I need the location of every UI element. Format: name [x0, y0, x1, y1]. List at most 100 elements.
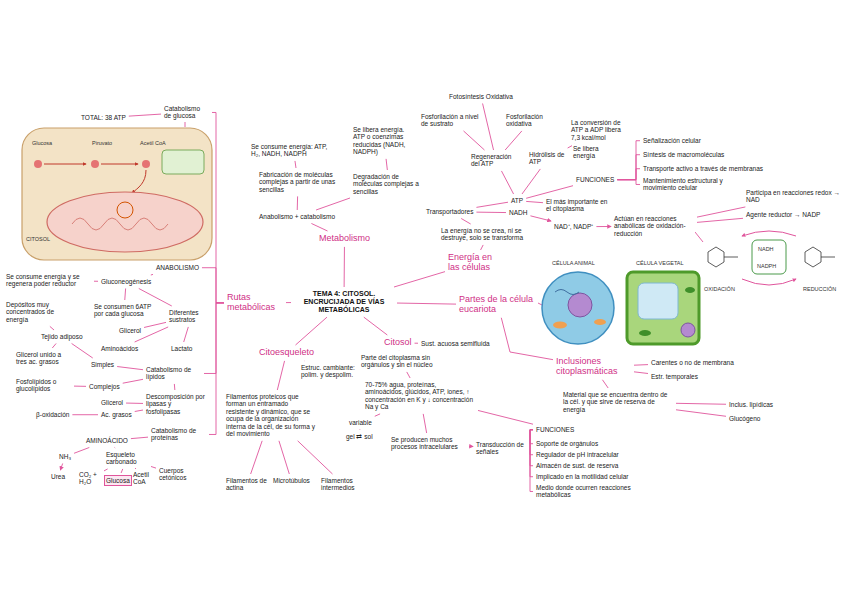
connector: [530, 216, 551, 221]
node-text: Citosol: [384, 338, 412, 348]
node-text: Inclusiones citoplasmáticas: [556, 357, 631, 377]
connector: [676, 410, 726, 417]
pathway-arrow: [101, 164, 138, 165]
node-text: Acetil CoA: [133, 471, 155, 486]
connector: [184, 327, 189, 342]
connector: [279, 441, 289, 474]
node-text: Complejos: [89, 383, 120, 390]
node-text: Agente reductor → NADP: [746, 211, 820, 218]
note-node: Glicerol: [118, 326, 142, 335]
node-text: Descomposición por lipasas y fosfolipasa…: [146, 393, 206, 415]
node-text: Mantenimiento estructural y movimiento c…: [643, 177, 741, 192]
connector: [476, 212, 506, 213]
node-text: Tejido adiposo: [41, 333, 83, 340]
node-text: Glucosa: [106, 477, 130, 484]
connector: [634, 364, 648, 366]
note-node: Se consume energía y se regenera poder r…: [5, 272, 92, 289]
note-node: Implicado en la motilidad celular: [535, 472, 630, 481]
node-text: Participa en reacciones redox → NAD: [746, 189, 844, 204]
note-node: Fabricación de moléculas complejas a par…: [258, 170, 338, 194]
connector: [478, 410, 533, 424]
connector: [386, 159, 387, 170]
note-node: Agente reductor → NADP: [745, 210, 821, 219]
node-text: TOTAL: 38 ATP: [81, 114, 126, 121]
connector: [297, 196, 298, 210]
node-text: Esqueleto carbonado: [106, 451, 148, 466]
illustration-label: Glucosa: [32, 140, 52, 146]
note-node: Estr. temporales: [650, 372, 699, 381]
connector: [461, 218, 470, 224]
connector: [596, 226, 611, 227]
node-text: Ac. grasos: [101, 411, 132, 418]
node-text: El más importante en el citoplasma: [546, 198, 614, 213]
note-node: Glucógeno: [728, 414, 761, 423]
node-text: Lactato: [171, 345, 192, 352]
connector: [617, 141, 640, 180]
connector: [464, 131, 485, 150]
leader-line: [185, 122, 186, 127]
note-node: Síntesis de macromoléculas: [642, 150, 725, 159]
illustration-label: Piruvato: [92, 140, 112, 146]
connector: [697, 207, 745, 217]
connector: [697, 218, 743, 222]
note-node: Ac. grasos: [100, 410, 133, 419]
note-node: Transducción de señales: [475, 440, 527, 457]
node-text: Material que se encuentra dentro de la c…: [563, 391, 673, 413]
note-node: Depósitos muy concentrados de energía: [5, 300, 62, 324]
note-node: Fosforilación oxidativa: [505, 112, 557, 129]
node-text: Metabolismo: [319, 234, 370, 244]
note-node: Fosfolípidos o glucolípidos: [15, 377, 72, 394]
branch-heading: Rutas metabólicas: [226, 292, 284, 314]
vacuole: [638, 283, 678, 319]
connector: [114, 447, 116, 449]
connector: [415, 343, 418, 344]
note-node: Transportadores: [425, 207, 474, 216]
note-node: Catabolismo de proteínas: [150, 426, 207, 443]
note-node: Glicerol unido a tres ac. grasos: [15, 350, 72, 367]
illustration-label: Acetil CoA: [140, 140, 166, 146]
note-node: Se producen muchos procesos intracelular…: [390, 435, 467, 452]
branch-heading: Citoesqueleto: [258, 347, 315, 359]
molecule-sketch: [708, 247, 738, 267]
connector: [397, 303, 456, 304]
note-node: Se consumen 6ATP por cada glucosa: [93, 302, 155, 319]
branch-heading: Metabolismo: [318, 233, 371, 245]
connector: [74, 447, 89, 453]
nucleus: [681, 323, 695, 337]
node-text: gel ⇄ sol: [346, 433, 373, 440]
note-node: Se libera energía. ATP o coenzimas reduc…: [352, 125, 416, 157]
note-node: Catabolismo de glucosa: [163, 104, 210, 121]
node-text: Estruc. cambiante: polim. y despolim.: [301, 364, 356, 379]
branch-heading: Partes de la célula eucariota: [458, 294, 538, 316]
note-node: gel ⇄ sol: [345, 432, 374, 441]
node-text: Fotosíntesis Oxidativa: [449, 93, 513, 100]
note-node: Almacén de sust. de reserva: [535, 461, 619, 470]
note-node: Carentes o no de membrana: [650, 358, 735, 367]
node-text: Simples: [91, 361, 114, 368]
molecule-sketch: [805, 247, 835, 267]
illustration-label: NADPH: [757, 263, 776, 269]
connector: [364, 317, 387, 335]
connector: [124, 288, 126, 300]
note-node: FUNCIONES: [575, 175, 615, 184]
connector: [212, 112, 224, 302]
node-text: Actúan en reacciones anabólicas de oxida…: [614, 215, 694, 237]
note-node: Filamentos intermedios: [320, 476, 367, 493]
branch-heading: Energía en las células: [447, 252, 501, 274]
branch-heading: Citosol: [383, 337, 413, 349]
node-text: Parte del citoplasma sin orgánulos y sin…: [361, 354, 441, 369]
note-node: Diferentes sustratos: [168, 308, 215, 325]
connector: [117, 367, 143, 370]
node-text: Se consumen 6ATP por cada glucosa: [94, 303, 154, 318]
redox-arrow: [742, 279, 796, 285]
note-node: FUNCIONES: [535, 425, 575, 434]
molecule-dot: [34, 160, 42, 168]
node-text: Señalización celular: [643, 137, 701, 144]
node-text: Almacén de sust. de reserva: [536, 462, 618, 469]
connector: [144, 322, 166, 327]
connector: [151, 274, 153, 276]
node-text: NADH: [509, 209, 527, 216]
note-node: Material que se encuentra dentro de la c…: [562, 390, 674, 414]
node-text: Catabolismo de glucosa: [164, 105, 209, 120]
note-node: Tejido adiposo: [40, 332, 84, 341]
